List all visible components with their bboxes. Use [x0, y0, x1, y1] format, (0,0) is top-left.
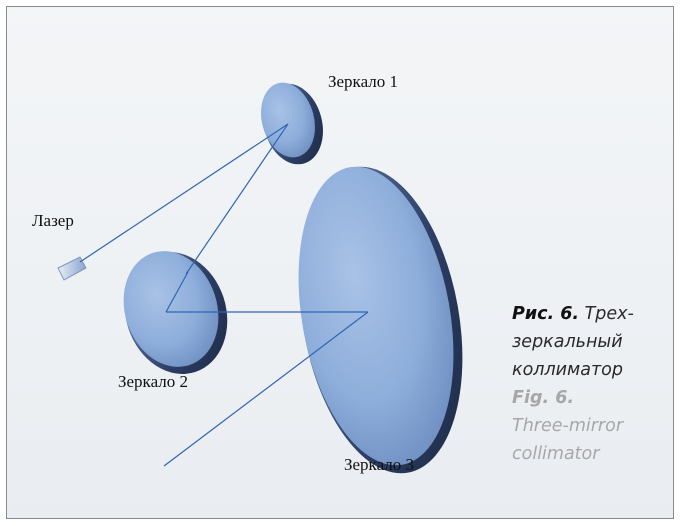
- mirror-2-label: Зеркало 2: [118, 372, 188, 391]
- caption-en-line-2: collimator: [512, 444, 600, 464]
- laser-emitter: [57, 256, 87, 281]
- caption-ru-text-1: Трех-: [579, 304, 634, 324]
- mirror-3: [298, 166, 463, 474]
- caption-en-title: Fig. 6.: [512, 388, 575, 408]
- mirror-1-label: Зеркало 1: [328, 72, 398, 91]
- mirror-1: [261, 82, 323, 165]
- caption-ru-line-2: зеркальный: [512, 332, 623, 352]
- caption-ru-line-3: коллиматор: [512, 360, 623, 380]
- figure-caption: Рис. 6. Трех- зеркальный коллиматор Fig.…: [512, 300, 634, 468]
- laser-label: Лазер: [32, 211, 74, 230]
- frame-divider: [6, 428, 7, 519]
- caption-ru-line-1: Рис. 6. Трех-: [512, 300, 634, 328]
- caption-en-line-1: Three-mirror: [512, 416, 624, 436]
- beam-path: [79, 123, 369, 467]
- mirror-2: [123, 251, 228, 374]
- mirror-3-label: Зеркало 3: [344, 455, 414, 474]
- caption-ru-title: Рис. 6.: [512, 304, 580, 324]
